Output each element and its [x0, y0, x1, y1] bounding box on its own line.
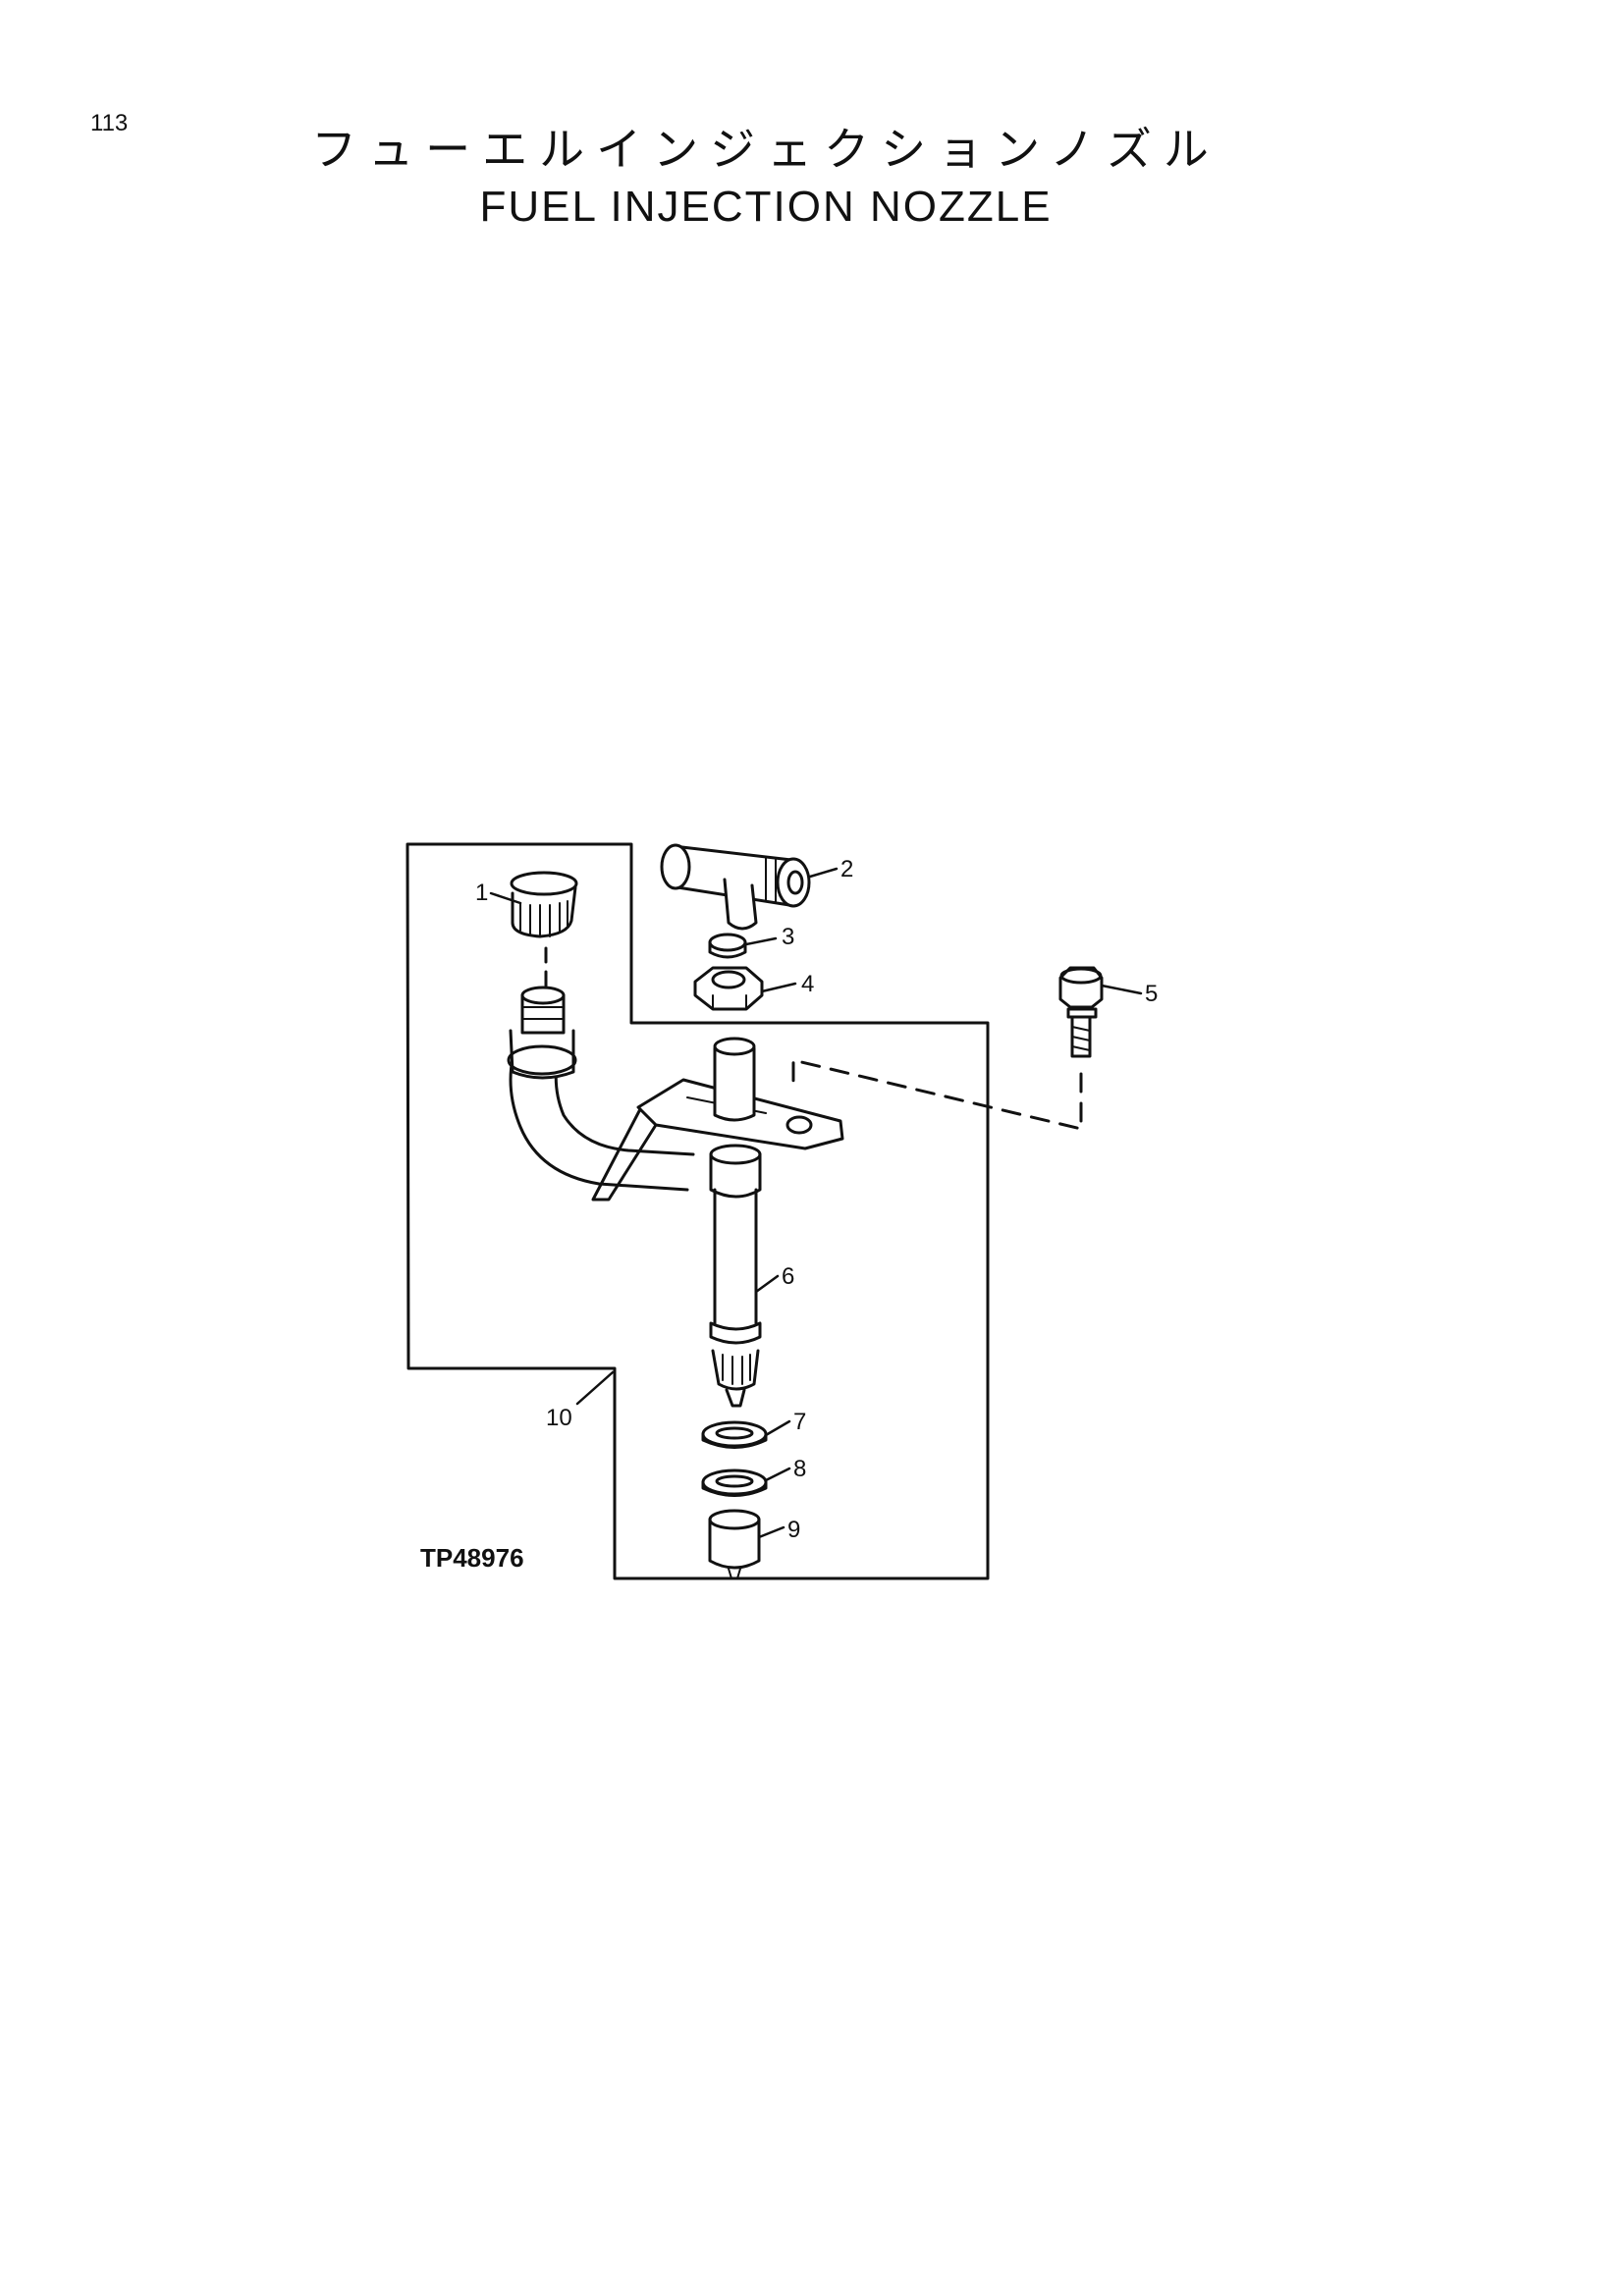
leader-line-1	[489, 891, 522, 905]
callout-4: 4	[801, 971, 814, 997]
leader-line-4	[760, 982, 797, 993]
part-1-cap	[510, 871, 578, 938]
title-japanese: フューエルインジェクションノズル	[311, 123, 1220, 176]
part-2-banjo-fitting	[660, 843, 811, 931]
part-3-ring	[708, 933, 747, 959]
guide-line-5	[791, 1058, 1083, 1131]
callout-6: 6	[782, 1263, 794, 1290]
part-4-nut	[693, 966, 764, 1011]
title-english: FUEL INJECTION NOZZLE	[479, 183, 1053, 231]
callout-5: 5	[1145, 981, 1158, 1007]
leader-line-7	[764, 1419, 791, 1437]
assembly-outline	[406, 842, 990, 1580]
callout-9: 9	[787, 1517, 800, 1543]
figure-id: TP48976	[420, 1543, 524, 1573]
page-title: フューエルインジェクションノズル FUEL INJECTION NOZZLE	[0, 120, 1532, 236]
callout-8: 8	[793, 1456, 806, 1482]
leader-line-8	[764, 1467, 791, 1482]
leader-line-9	[757, 1525, 785, 1539]
part-5-bolt	[1058, 966, 1104, 1058]
part-7-washer	[701, 1420, 768, 1449]
leader-line-3	[744, 936, 778, 946]
callout-1: 1	[475, 880, 488, 906]
part-8-washer	[701, 1468, 768, 1497]
callout-2: 2	[840, 856, 853, 882]
callout-10: 10	[546, 1405, 572, 1431]
part-9-sleeve	[708, 1509, 761, 1579]
leader-line-6	[754, 1274, 780, 1294]
leader-line-10	[575, 1370, 615, 1406]
leader-line-2	[808, 867, 839, 879]
callout-3: 3	[782, 924, 794, 950]
fuel-pipe	[507, 986, 695, 1192]
callout-7: 7	[793, 1409, 806, 1435]
leader-line-5	[1100, 984, 1143, 995]
part-6-nozzle-body	[709, 1037, 762, 1408]
page-number: 113	[90, 110, 129, 136]
